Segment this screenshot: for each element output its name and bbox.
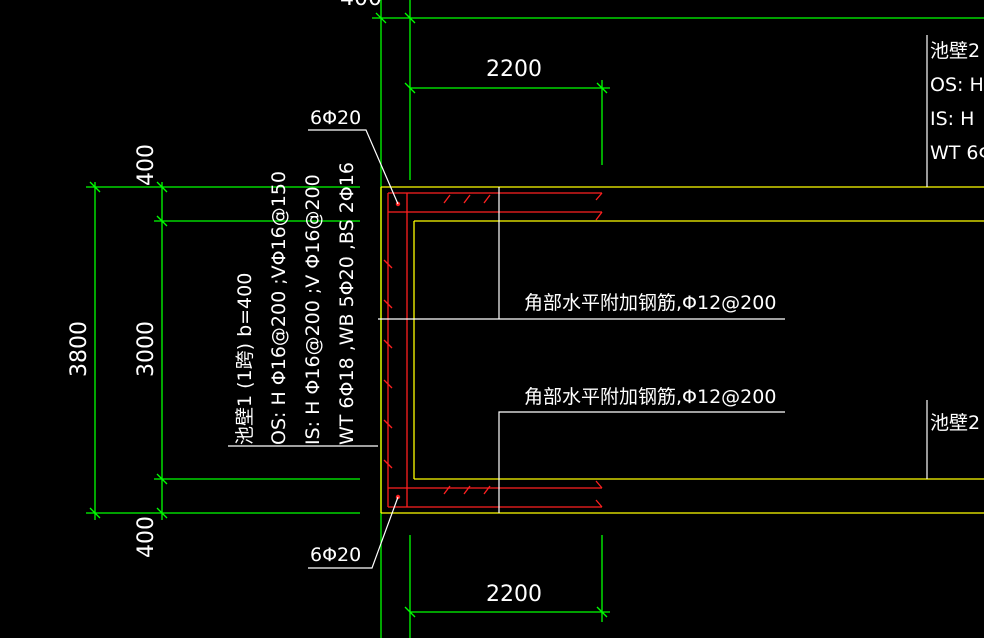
inner-height-dim-text: 3000: [134, 321, 159, 377]
bottom-span-dim-text: 2200: [486, 582, 542, 607]
left-top-dim-text: 400: [134, 144, 159, 186]
right-wall-label-lower: 池壁2: [930, 412, 980, 434]
left-wall-spec-line4: WT 6Φ18 ,WB 5Φ20 ,BS 2Φ16: [336, 162, 358, 445]
left-wall-spec-line3: IS: H Φ16@200 ;V Φ16@200: [302, 174, 324, 445]
top-span-dim-text: 2200: [486, 57, 542, 82]
wall-outlines: [380, 186, 984, 514]
dimension-lines: [86, 0, 984, 638]
right-wall-spec-line3: IS: H: [930, 108, 974, 130]
right-wall-spec-line2: OS: H: [930, 74, 984, 96]
right-wall-spec: 池壁2 OS: H IS: H WT 6Φ: [930, 40, 984, 164]
overall-height-dim-text: 3800: [67, 321, 92, 377]
left-wall-spec-line1: 池壁1 (1跨) b=400: [234, 273, 256, 445]
rebar-dots: [395, 201, 401, 500]
top-cut-dim-text: 400: [340, 0, 382, 11]
right-wall-spec-title: 池壁2: [930, 40, 980, 62]
left-bottom-dim-text: 400: [134, 516, 159, 558]
left-wall-spec-line2: OS: H Φ16@200 ;VΦ16@150: [268, 171, 290, 445]
right-wall-spec-line4: WT 6Φ: [930, 142, 984, 164]
bottom-rebar-callout: 6Φ20: [310, 544, 361, 566]
leader-lines: [228, 35, 928, 569]
rebar-lines: [383, 192, 603, 508]
left-wall-spec: 池壁1 (1跨) b=400 OS: H Φ16@200 ;VΦ16@150 I…: [234, 162, 358, 445]
top-rebar-callout: 6Φ20: [310, 107, 361, 129]
corner-note-lower: 角部水平附加钢筋,Φ12@200: [524, 386, 776, 408]
corner-note-upper: 角部水平附加钢筋,Φ12@200: [524, 292, 776, 314]
